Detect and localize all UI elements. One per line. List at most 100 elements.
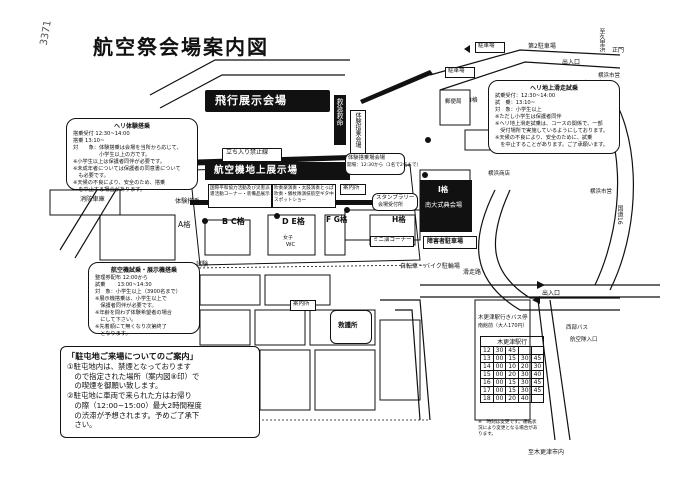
- ride-line-7: を中止することがあります。ご了承願います。: [495, 142, 609, 149]
- bus-cell: 12: [480, 346, 494, 355]
- sim-line-2: 対 象：小学生以上（3900名まで）: [95, 289, 181, 296]
- heli-line-0: 搭乗受付 12:30~14:00: [73, 131, 130, 138]
- flight-area-text: 飛行展示会場: [215, 94, 287, 107]
- bus-cell: [530, 394, 545, 403]
- heli-line-2: 対 象：体験搭乗は会場を当所から応じて、: [73, 145, 182, 152]
- stamp-rally-sub: 会場受付所: [378, 202, 404, 208]
- first-aid: 救護所: [338, 321, 358, 329]
- bus-cell: 45: [505, 346, 519, 355]
- table-row: 13 00 15 30 45: [480, 354, 545, 363]
- experience-area: 体験搭乗: [175, 198, 200, 205]
- bus-cell: 45: [530, 354, 545, 363]
- tower-rescue-text: 救急救命: [336, 98, 344, 126]
- building-i: I格: [438, 185, 449, 194]
- ground-area-band: [205, 162, 350, 180]
- no-entry-sign: [222, 148, 282, 162]
- heli-line-8: を中止する場合があります。: [73, 187, 146, 194]
- exhibit-1: 国際平和協力活動及び災害派遣活動コーナー・装備品展示: [210, 186, 270, 197]
- info-center-box: [340, 184, 366, 195]
- exit-gate: 出入口: [562, 59, 581, 66]
- bus-cell: 10: [505, 362, 519, 371]
- bus-cell: 30: [517, 354, 532, 363]
- notice-line-4: の際（12:00~15:00）最大2時間程度: [67, 400, 202, 410]
- bus-cell: 45: [530, 386, 545, 395]
- ride-callout: ヘリ地上滑走試乗 試乗受付：12:30~14:00 試 乗：13:10~ 対 象…: [488, 80, 620, 154]
- south-gate: 第2駐車場: [528, 43, 556, 50]
- bus-cell: 45: [530, 378, 545, 387]
- bus-title: 木更津駅行きバス停: [478, 315, 528, 321]
- helipad-sign: 滑走路: [463, 269, 482, 276]
- parking-p: 駐車場: [478, 43, 495, 49]
- bus-cell: 20: [517, 362, 532, 371]
- table-row: 16 00 15 30 45: [480, 378, 545, 387]
- sim-line-0: 整理券配布 12:00から: [95, 275, 148, 282]
- bus-cell: 30: [530, 362, 545, 371]
- sim-line-8: となります。: [95, 331, 131, 338]
- exhibit-2: 吹奏楽演奏・太鼓演奏とっぱ吹奏・儀杖隊演技航空ギタ中スポットショー: [274, 186, 334, 203]
- ceremony-hall: 南大式典会場: [425, 202, 463, 209]
- bus-note: ※ 時刻は変更です。運転状況により変更となる場合があります。: [478, 420, 538, 437]
- bus-stop: 横浜市営: [598, 73, 621, 79]
- stamp-rally-text: スタンプラリー: [376, 195, 415, 201]
- bus-cell: 15: [480, 370, 494, 379]
- bus-cell: 00: [492, 394, 507, 403]
- accessible-parking-text: 障害者駐車場: [427, 238, 464, 245]
- heli-callout: ヘリ体験搭乗 搭乗受付 12:30~14:00 搭乗 13:10~ 対 象：体験…: [66, 118, 198, 193]
- bus-subtitle: 南館前（大人170円）: [478, 322, 528, 329]
- bus-header: 木更津駅行: [479, 336, 545, 347]
- girls-label: 女子: [283, 235, 294, 241]
- notice-heading: 「駐屯地ご来場についてのご案内」: [67, 351, 198, 361]
- exit-gate-2: 出入口: [542, 290, 561, 297]
- ride-callout-title: ヘリ地上滑走試乗: [529, 85, 578, 92]
- bus-cell: 20: [505, 394, 519, 403]
- road-to-station: 至久里浜: [598, 28, 605, 52]
- heli-line-1: 搭乗 13:10~: [73, 138, 105, 145]
- fire-station: 消防車庫: [80, 196, 105, 203]
- bus-stop-2: 横浜市営: [590, 189, 613, 195]
- bus-cell: 15: [505, 354, 519, 363]
- sim-line-7: ※先着順にて無くなり次第終了: [95, 324, 167, 331]
- parking-p2: 駐車場: [448, 68, 465, 74]
- info-center-2-box: [290, 300, 316, 311]
- ride-line-6: ※天候の不良により、安全のために、試乗: [495, 135, 593, 142]
- bus-cell: 00: [492, 354, 507, 363]
- table-row: 14 00 10 20 30: [480, 362, 545, 371]
- post-office: 郵便局: [445, 99, 462, 105]
- visitor-notice: 「駐屯地ご来場についてのご案内」 ①駐屯地内は、禁煙となっております ので指定さ…: [60, 346, 260, 438]
- tower-ride-text: 体験搭乗会場: [354, 112, 361, 148]
- ride-line-2: 対 象：小学生以上: [495, 107, 542, 114]
- bus-cell: 30: [517, 370, 532, 379]
- sim-line-1: 試乗 13:00~14:30: [95, 282, 152, 289]
- bus-timetable-panel: 木更津駅行きバス停 南館前（大人170円）: [478, 315, 540, 329]
- ride-line-4: ※ヘリ地上滑走試乗は、コースの関係で、一部: [495, 121, 603, 128]
- heli-line-7: ※天候の不良により、安全のため、搭乗: [73, 180, 166, 187]
- nearby-shop: 横浜商店: [488, 171, 511, 177]
- bus-cell: 40: [530, 370, 545, 379]
- bus-cell: 30: [517, 378, 532, 387]
- building-de: D E格: [282, 217, 305, 226]
- band-box: [345, 153, 405, 175]
- first-aid-box: [330, 310, 372, 344]
- building-i-block: [420, 180, 472, 232]
- bus-cell: 00: [492, 362, 507, 371]
- band-box-time: 開場：12:30から（1名で2名まで）: [347, 163, 422, 168]
- ride-line-5: 受付場所で実施しているようにしております。: [495, 128, 609, 135]
- table-row: 12 30 45: [480, 346, 545, 355]
- parking-box-1: [475, 42, 505, 53]
- sim-line-5: ※年齢を問わず体験希望者の場合: [95, 310, 172, 317]
- bus-cell: 15: [505, 378, 519, 387]
- sim-line-3: ※展示機搭乗は、小学生以上で: [95, 296, 167, 303]
- building-a: A格: [178, 220, 191, 229]
- ride-line-3: ※ただし小学生は保護者同伴: [495, 114, 562, 121]
- bus-cell: 00: [492, 370, 507, 379]
- info-center: 案内所: [343, 185, 360, 191]
- bus-cell: 17: [480, 386, 494, 395]
- notice-line-1: ので指定された場所（案内図⑧印）で: [67, 371, 200, 381]
- stamp-rally-box: [372, 193, 418, 211]
- building-fg: F G格: [326, 215, 348, 224]
- notice-line-0: ①駐屯地内は、禁煙となっております: [67, 361, 192, 371]
- bus-cell: 20: [505, 370, 519, 379]
- bus-cell: 15: [505, 386, 519, 395]
- sim-line-4: 保護者同伴が必要です。: [95, 303, 157, 310]
